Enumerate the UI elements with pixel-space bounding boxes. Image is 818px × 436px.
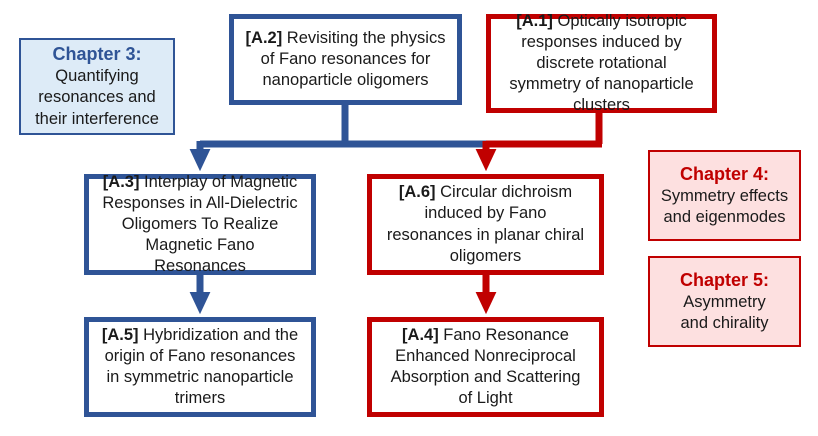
- box-a4-text: Fano Resonance Enhanced Nonreciprocal Ab…: [390, 325, 581, 408]
- box-a2: [A.2] Revisiting the physics of Fano res…: [229, 14, 462, 105]
- box-a3-id: [A.3]: [102, 172, 140, 191]
- box-a3: [A.3] Interplay of Magnetic Responses in…: [84, 172, 316, 276]
- box-a6-id: [A.6]: [398, 183, 436, 202]
- box-a2-id: [A.2]: [245, 28, 283, 47]
- box-a1: [A.1] Optically isotropic responses indu…: [486, 11, 717, 115]
- chapter-4-box: Chapter 4: Symmetry effects and eigenmod…: [648, 150, 801, 241]
- chapter-3-title: Chapter 3:: [52, 44, 142, 65]
- box-a2-text: Revisiting the physics of Fano resonance…: [260, 28, 446, 90]
- box-a4-id: [A.4]: [402, 325, 439, 344]
- box-a1-text: Optically isotropic responses induced by…: [509, 11, 694, 115]
- chapter-5-text: Asymmetry and chirality: [680, 292, 769, 333]
- box-a5: [A.5] Hybridization and the origin of Fa…: [84, 317, 316, 417]
- chapter-4-text: Symmetry effects and eigenmodes: [660, 186, 789, 227]
- chapter-3-text: Quantifying resonances and their interfe…: [35, 67, 159, 128]
- box-a6: [A.6] Circular dichroism induced by Fano…: [367, 174, 604, 275]
- box-a4: [A.4] Fano Resonance Enhanced Nonrecipro…: [367, 317, 604, 417]
- chapter-5-box: Chapter 5: Asymmetry and chirality: [648, 256, 801, 347]
- box-a1-id: [A.1]: [516, 11, 553, 30]
- box-a3-text: Interplay of Magnetic Responses in All-D…: [102, 172, 298, 276]
- chapter-3-box: Chapter 3: Quantifying resonances and th…: [19, 38, 175, 135]
- chapter-5-title: Chapter 5:: [679, 269, 769, 290]
- box-a5-id: [A.5]: [101, 325, 139, 344]
- box-a5-text: Hybridization and the origin of Fano res…: [104, 325, 299, 408]
- box-a6-text: Circular dichroism induced by Fano reson…: [386, 183, 585, 265]
- chapter-4-title: Chapter 4:: [679, 163, 769, 184]
